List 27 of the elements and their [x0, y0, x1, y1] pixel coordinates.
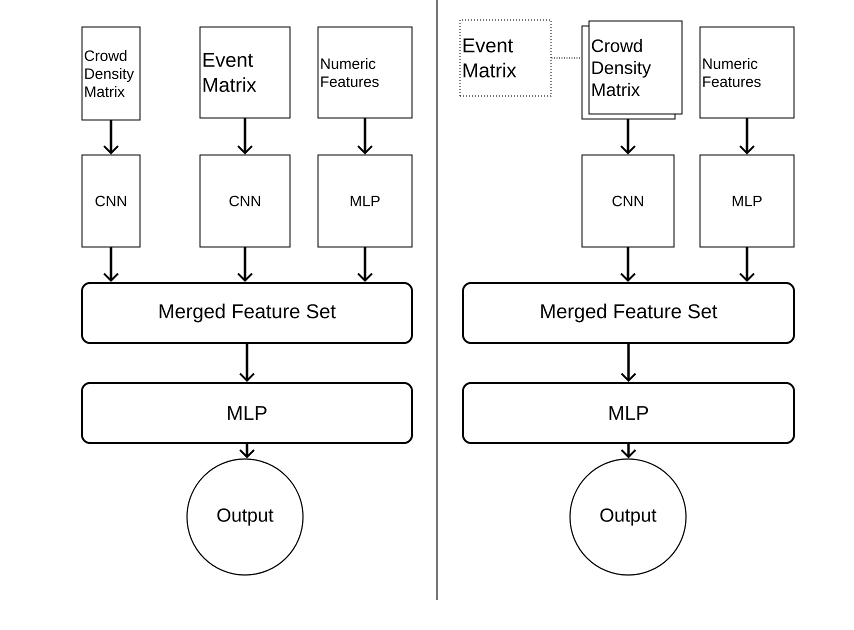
- network-box: CNN: [82, 154, 140, 248]
- arrow: [103, 248, 119, 282]
- arrow: [739, 248, 755, 282]
- network-box: MLP: [318, 154, 412, 248]
- input-box: Numeric Features: [318, 26, 412, 118]
- layer-box: MLP: [81, 382, 413, 444]
- input-box: Event Matrix: [460, 20, 552, 96]
- arrow: [620, 248, 636, 282]
- arrow: [357, 118, 373, 154]
- arrow: [620, 119, 636, 154]
- layer-box: Merged Feature Set: [81, 282, 413, 344]
- arrow: [239, 344, 255, 382]
- network-box: MLP: [700, 154, 794, 248]
- layer-box: MLP: [462, 382, 795, 444]
- input-box: Event Matrix: [200, 26, 290, 118]
- input-box: Crowd Density Matrix: [82, 26, 140, 120]
- arrow: [739, 118, 755, 154]
- layer-box: Merged Feature Set: [462, 282, 795, 344]
- stacked-input-box: Crowd Density Matrix: [582, 20, 682, 120]
- arrow: [620, 344, 636, 382]
- arrow: [237, 248, 253, 282]
- arrow: [237, 118, 253, 154]
- input-box: Numeric Features: [700, 26, 794, 118]
- network-box: CNN: [582, 154, 674, 248]
- arrow: [103, 120, 119, 154]
- arrow: [357, 248, 373, 282]
- network-box: CNN: [200, 154, 290, 248]
